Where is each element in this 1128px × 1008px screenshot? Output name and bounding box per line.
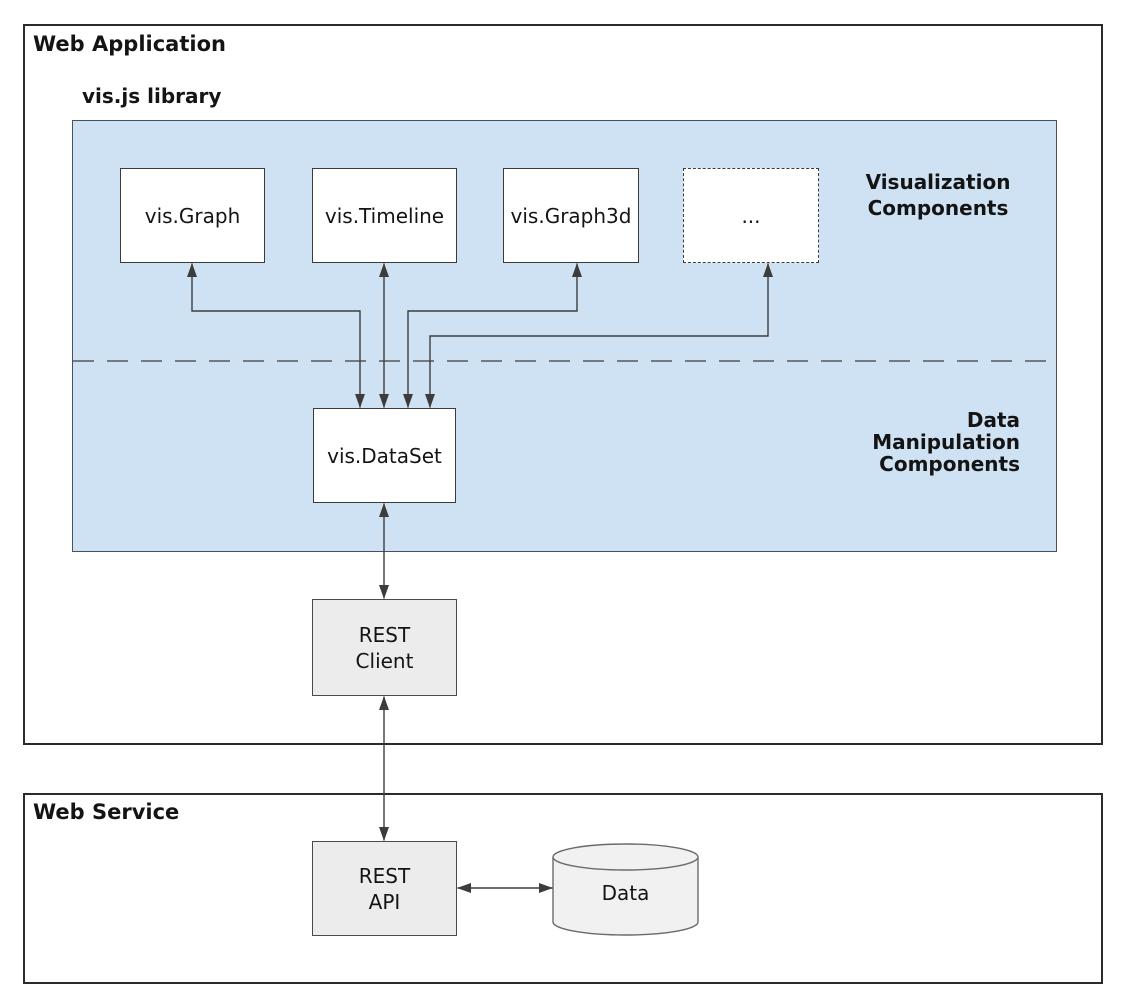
node-vis-graph3d: vis.Graph3d <box>503 168 639 263</box>
node-rest-api: REST API <box>312 841 457 936</box>
node-rest-client: REST Client <box>312 599 457 696</box>
data-store-label: Data <box>601 881 650 905</box>
web-service-title: Web Service <box>33 800 180 824</box>
node-more-components: ... <box>683 168 819 263</box>
data-manipulation-components-label: Data Manipulation Components <box>872 408 1020 476</box>
node-vis-graph: vis.Graph <box>120 168 265 263</box>
web-application-title: Web Application <box>33 32 226 56</box>
visjs-library-title: vis.js library <box>82 84 222 108</box>
visualization-components-label: Visualization Components <box>865 170 1011 220</box>
node-vis-dataset: vis.DataSet <box>313 408 456 503</box>
node-vis-timeline: vis.Timeline <box>312 168 457 263</box>
